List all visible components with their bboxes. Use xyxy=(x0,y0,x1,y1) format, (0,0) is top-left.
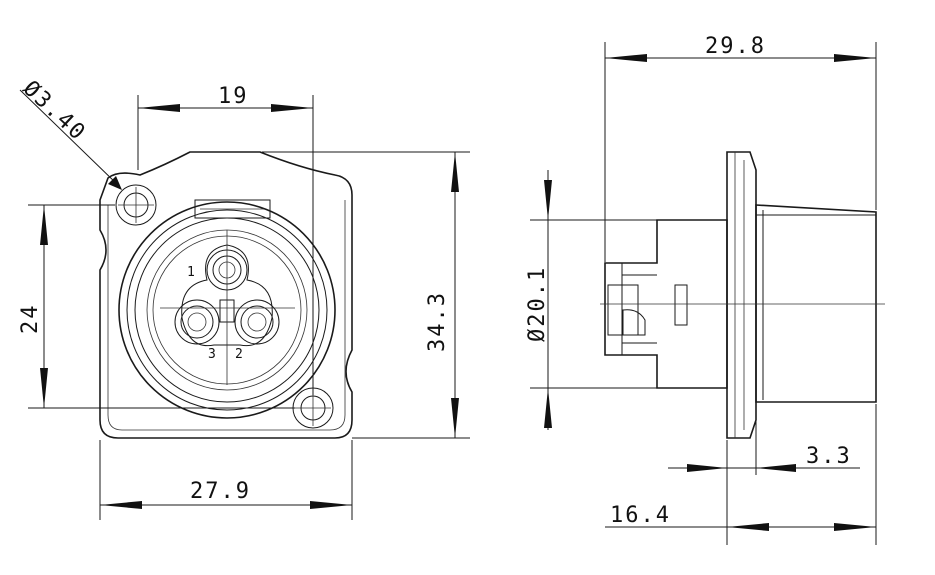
dim-hole-spacing-horizontal: 19 xyxy=(218,84,249,109)
dim-overall-length: 29.8 xyxy=(705,34,766,59)
front-ring-2 xyxy=(126,209,328,411)
dim-hole-diameter: Ø3.40 xyxy=(18,76,91,146)
side-latch-slot xyxy=(674,284,688,326)
side-front-body xyxy=(755,204,877,403)
pin-3 xyxy=(174,299,220,345)
front-dimensions: Ø3.40 19 24 34.3 27.9 xyxy=(18,76,470,520)
pin-label-2: 2 xyxy=(235,347,243,362)
side-dimensions: 29.8 Ø20.1 3.3 16.4 xyxy=(525,34,877,545)
front-outer-ring xyxy=(118,201,336,419)
dim-hole-spacing-vertical: 24 xyxy=(18,304,43,335)
front-flange-inner-outline xyxy=(107,200,346,431)
front-flange-outline xyxy=(99,151,353,439)
dim-flange-width: 27.9 xyxy=(190,479,251,504)
side-view xyxy=(600,151,885,439)
pin-label-1: 1 xyxy=(187,265,195,280)
side-flange xyxy=(726,151,757,439)
dim-flange-height: 34.3 xyxy=(425,291,450,352)
pin-2 xyxy=(234,299,280,345)
dim-rear-length: 16.4 xyxy=(610,503,671,528)
pin-label-3: 3 xyxy=(208,347,216,362)
mounting-hole-top-left xyxy=(115,184,157,226)
dim-flange-thickness: 3.3 xyxy=(806,444,852,469)
dim-body-diameter: Ø20.1 xyxy=(525,266,550,342)
front-ring-3 xyxy=(134,217,320,403)
front-view: 1 3 2 xyxy=(99,151,353,439)
